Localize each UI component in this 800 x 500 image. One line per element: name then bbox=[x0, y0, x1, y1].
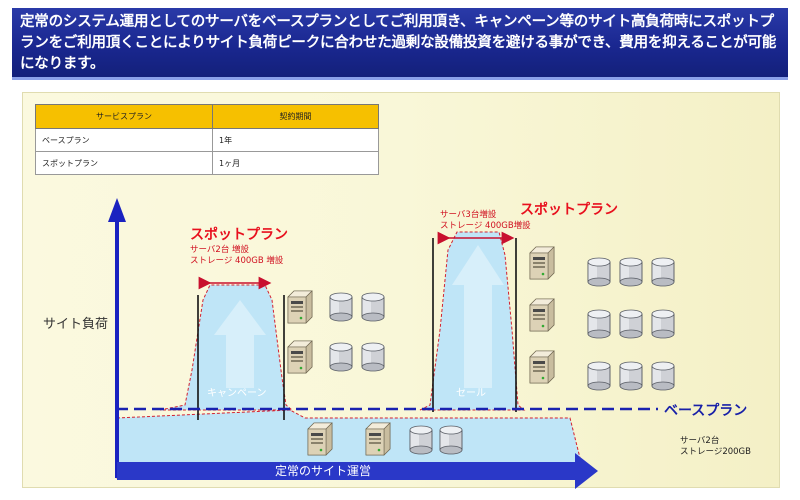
sale-label: セール bbox=[456, 388, 486, 399]
server-icon bbox=[287, 340, 313, 374]
server-icon bbox=[307, 422, 333, 456]
spot-plan-1-line2: ストレージ 400GB 増設 bbox=[190, 256, 284, 266]
storage-disk-icon bbox=[329, 292, 353, 322]
table-cell-period: 1ヶ月 bbox=[212, 151, 379, 175]
spot-plan-2-description: サーバ3台増設 ストレージ 400GB増設 bbox=[440, 210, 531, 232]
storage-disk-icon bbox=[651, 257, 675, 287]
server-icon bbox=[529, 350, 555, 384]
table-cell-plan: ベースプラン bbox=[35, 128, 213, 152]
table-header-row: サービスプラン 契約期間 bbox=[35, 104, 379, 129]
y-axis-arrowhead bbox=[108, 198, 126, 222]
plan-table: サービスプラン 契約期間 ベースプラン 1年 スポットプラン 1ヶ月 bbox=[35, 104, 379, 175]
storage-disk-icon bbox=[439, 425, 463, 455]
storage-disk-icon bbox=[361, 342, 385, 372]
spot-plan-1-line1: サーバ2台 増設 bbox=[190, 245, 250, 255]
storage-disk-icon bbox=[651, 309, 675, 339]
storage-disk-icon bbox=[587, 361, 611, 391]
base-plan-title: ベースプラン bbox=[664, 403, 748, 419]
storage-disk-icon bbox=[587, 309, 611, 339]
table-row: スポットプラン 1ヶ月 bbox=[35, 151, 379, 175]
header-text: 定常のシステム運用としてのサーバをベースプランとしてご利用頂き、キャンペーン等の… bbox=[20, 14, 777, 72]
timeline-arrow bbox=[117, 453, 598, 489]
server-icon bbox=[365, 422, 391, 456]
storage-disk-icon bbox=[651, 361, 675, 391]
spot-plan-2-title: スポットプラン bbox=[520, 202, 618, 218]
x-axis-label: 定常のサイト運営 bbox=[275, 464, 372, 478]
storage-disk-icon bbox=[619, 361, 643, 391]
server-icon bbox=[287, 290, 313, 324]
table-header-service-plan: サービスプラン bbox=[35, 104, 213, 129]
y-axis-label: サイト負荷 bbox=[43, 317, 109, 332]
arrow-up-icon bbox=[214, 300, 266, 388]
campaign-label: キャンペーン bbox=[207, 388, 267, 399]
storage-disk-icon bbox=[329, 342, 353, 372]
arrow-up-icon bbox=[452, 245, 504, 388]
storage-disk-icon bbox=[361, 292, 385, 322]
spot-plan-2-line2: ストレージ 400GB増設 bbox=[440, 221, 531, 231]
spot-plan-2-line1: サーバ3台増設 bbox=[440, 210, 497, 220]
spot-plan-1-description: サーバ2台 増設 ストレージ 400GB 増設 bbox=[190, 245, 283, 267]
storage-disk-icon bbox=[619, 309, 643, 339]
base-plan-spec: サーバ2台 ストレージ200GB bbox=[680, 436, 751, 458]
base-plan-line1: サーバ2台 bbox=[680, 436, 720, 446]
header-banner: 定常のシステム運用としてのサーバをベースプランとしてご利用頂き、キャンペーン等の… bbox=[12, 8, 788, 80]
base-plan-line2: ストレージ200GB bbox=[680, 447, 751, 457]
table-row: ベースプラン 1年 bbox=[35, 128, 379, 152]
storage-disk-icon bbox=[409, 425, 433, 455]
spot-plan-1-title: スポットプラン bbox=[190, 227, 288, 243]
storage-disk-icon bbox=[619, 257, 643, 287]
table-header-contract-period: 契約期間 bbox=[212, 104, 379, 129]
server-icon bbox=[529, 246, 555, 280]
storage-disk-icon bbox=[587, 257, 611, 287]
server-icon bbox=[529, 298, 555, 332]
